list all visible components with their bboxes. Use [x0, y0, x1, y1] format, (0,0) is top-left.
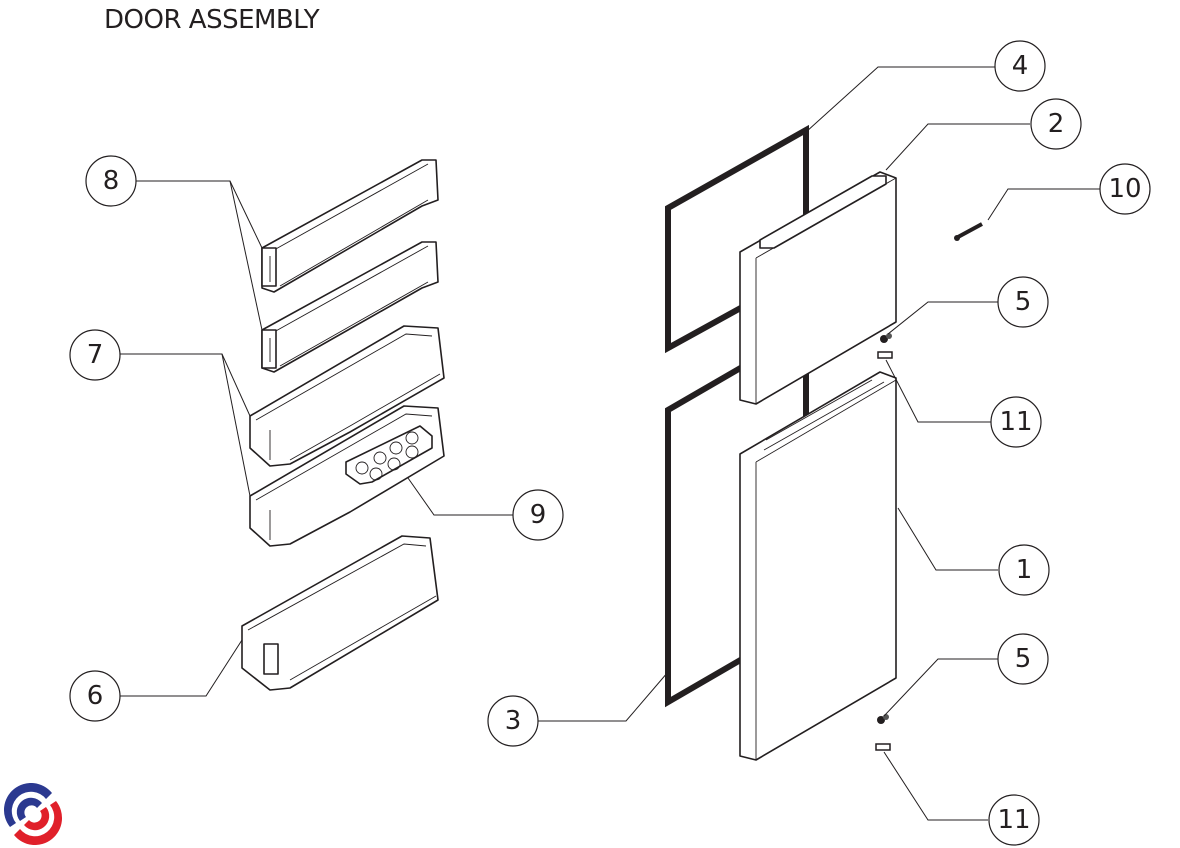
callout-label: 5	[1015, 287, 1032, 317]
door-shelf-upper	[261, 159, 439, 293]
callout-5-upper[interactable]: 5	[997, 276, 1049, 328]
hinge-stop-upper	[877, 351, 893, 359]
callout-label: 2	[1048, 109, 1065, 139]
callout-label: 11	[999, 407, 1032, 437]
hinge-bushing-lower	[877, 714, 889, 724]
callout-label: 10	[1108, 174, 1141, 204]
callout-3[interactable]: 3	[487, 695, 539, 747]
callout-8[interactable]: 8	[85, 155, 137, 207]
screw	[954, 222, 983, 241]
callout-label: 3	[505, 706, 522, 736]
hinge-bushing-upper	[880, 333, 892, 343]
door-bin-upper	[249, 325, 445, 467]
callout-label: 6	[87, 681, 104, 711]
lower-door	[739, 371, 897, 761]
callout-5-lower[interactable]: 5	[997, 633, 1049, 685]
callout-label: 11	[997, 805, 1030, 835]
callout-label: 7	[87, 340, 104, 370]
callout-label: 4	[1012, 51, 1029, 81]
egg-tray	[345, 425, 433, 485]
callout-6[interactable]: 6	[69, 670, 121, 722]
upper-door	[739, 171, 897, 405]
callout-11-upper[interactable]: 11	[990, 396, 1042, 448]
callout-label: 9	[530, 500, 547, 530]
callout-4[interactable]: 4	[994, 40, 1046, 92]
callout-10[interactable]: 10	[1099, 163, 1151, 215]
hinge-stop-lower	[875, 743, 891, 751]
callout-label: 5	[1015, 644, 1032, 674]
callout-label: 8	[103, 166, 120, 196]
page-title: DOOR ASSEMBLY	[104, 5, 320, 35]
callout-9[interactable]: 9	[512, 489, 564, 541]
callout-11-lower[interactable]: 11	[988, 794, 1040, 846]
door-bin-bottom	[241, 535, 439, 691]
callout-label: 1	[1016, 555, 1033, 585]
callout-7[interactable]: 7	[69, 329, 121, 381]
callout-1[interactable]: 1	[998, 544, 1050, 596]
brand-logo-icon	[4, 783, 62, 845]
callout-2[interactable]: 2	[1030, 98, 1082, 150]
door-shelf-lower	[261, 241, 439, 373]
leader-lines	[120, 66, 1100, 821]
